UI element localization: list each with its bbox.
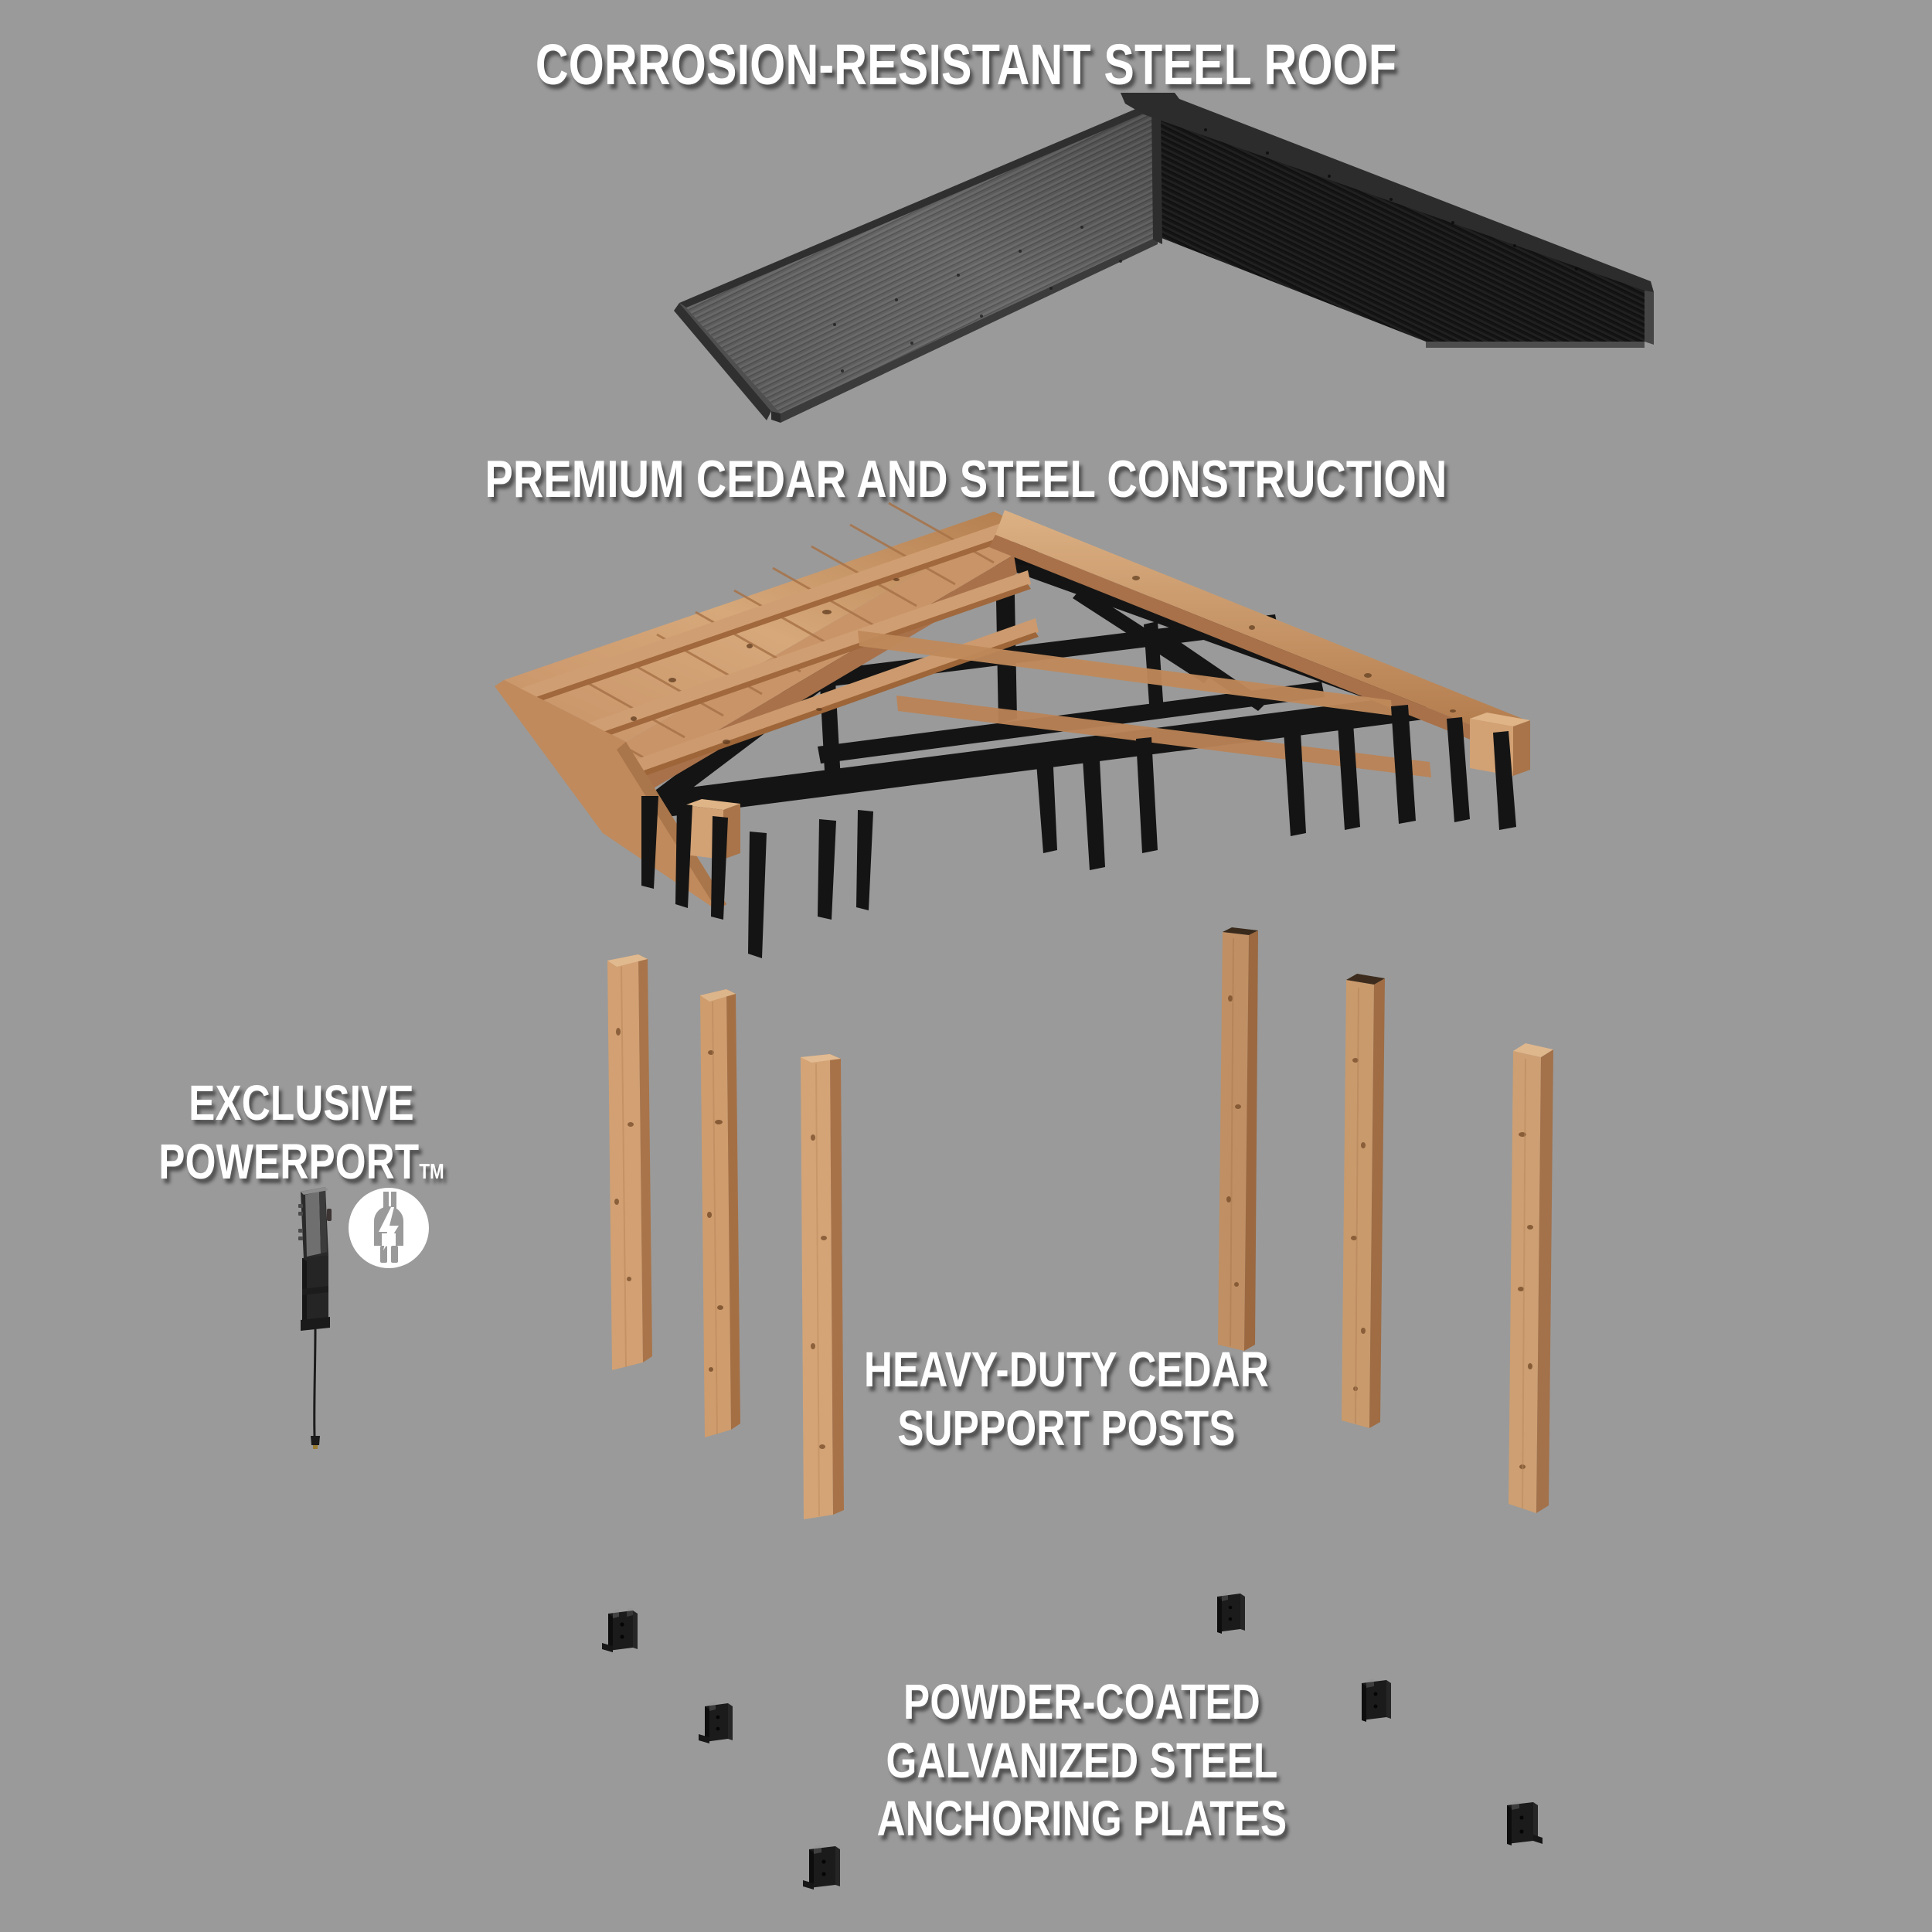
steel-roof-part [510,93,1669,433]
cedar-post-graphic [801,1054,844,1519]
cedar-post-graphic [1509,1043,1553,1513]
callout-powerport-text: EXCLUSIVE POWERPORT [158,1075,420,1189]
trademark-mark: TM [419,1158,444,1183]
anchoring-plate-1 [599,1607,645,1662]
callout-steel-roof: CORROSION-RESISTANT STEEL ROOF [535,32,1397,97]
frame-graphic [495,502,1530,958]
anchor-plate-graphic [1362,1679,1391,1722]
cedar-post-1 [595,947,655,1379]
cedar-post-2 [689,983,743,1447]
cedar-post-6 [1499,1034,1561,1529]
anchoring-plate-2 [696,1700,740,1753]
anchor-plate-graphic [803,1845,840,1889]
steel-post-brackets [641,705,1516,958]
anchor-plate-graphic [1507,1801,1543,1845]
roof-ridge-cap [1121,93,1654,292]
roof-fasteners [833,226,1122,372]
power-plug-icon [346,1185,431,1270]
power-plug-icon-graphic [349,1188,429,1268]
cedar-post-graphic [700,989,740,1437]
cedar-post-3 [790,1045,849,1532]
cedar-purlins [518,521,1039,793]
cedar-post-4 [1210,921,1266,1366]
anchoring-plate-4 [1209,1592,1253,1643]
callout-exclusive-powerport: EXCLUSIVE POWERPORTTM [134,1074,468,1191]
callout-anchoring-plates: POWDER-COATED GALVANIZED STEEL ANCHORING… [876,1674,1287,1847]
cedar-post-graphic [607,954,652,1370]
cedar-roof-deck [495,502,1039,910]
anchoring-plate-3 [800,1843,848,1899]
anchoring-plate-5 [1352,1677,1399,1731]
powerport-module [290,1181,344,1459]
cedar-post-graphic [1218,927,1258,1351]
roof-panel-left [674,104,1162,423]
anchor-plate-graphic [602,1607,638,1652]
anchoring-plate-6 [1499,1801,1547,1856]
anchor-plate-graphic [699,1702,733,1743]
cedar-post-graphic [1342,974,1385,1428]
cedar-steel-frame-part [495,487,1654,981]
roof-panel-right [1142,98,1654,348]
roof-graphic [674,93,1654,423]
callout-cedar-support-posts: HEAVY-DUTY CEDAR SUPPORT POSTS [863,1342,1270,1456]
powerport-device-graphic [298,1187,332,1449]
cedar-post-5 [1334,968,1393,1443]
anchor-plate-graphic [1217,1592,1245,1634]
